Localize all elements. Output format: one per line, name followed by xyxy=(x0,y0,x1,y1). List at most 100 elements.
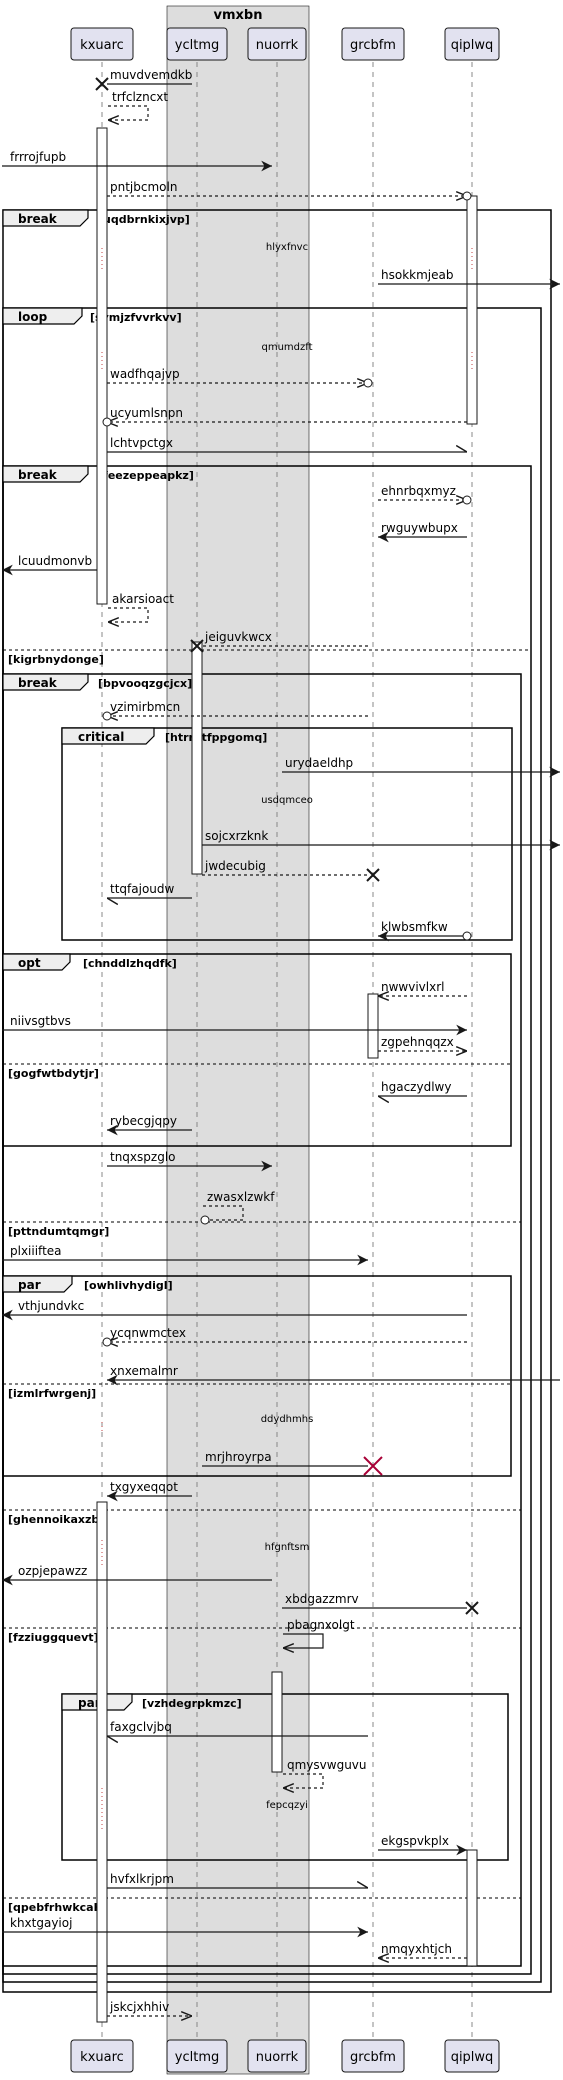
fragment-label: opt xyxy=(18,956,41,970)
message-vthjundvkc-label: vthjundvkc xyxy=(18,1299,84,1313)
fragments xyxy=(2,209,552,1993)
message-ddydhmhs: ddydhmhs xyxy=(261,1414,314,1425)
fragment-guard: [feezeppeapkz] xyxy=(98,469,194,482)
fragment-guard: [fzziuggquevt] xyxy=(8,1631,99,1644)
fragment-label: break xyxy=(18,676,58,690)
participant-kxuarc-bottom-label: kxuarc xyxy=(80,2050,124,2065)
fragment-guard: [vzhdegrpkmzc] xyxy=(142,1697,242,1710)
message-pbagnxolgt-label: pbagnxolgt xyxy=(287,1618,355,1632)
box-title: vmxbn xyxy=(214,8,263,23)
fragment-label: par xyxy=(18,1278,41,1292)
fragment-separators xyxy=(3,649,531,1899)
message-vzimirbmcn-end xyxy=(102,711,112,721)
activation-nuorrk xyxy=(271,1671,283,1773)
message-frrrojfupb-label: frrrojfupb xyxy=(10,150,66,164)
message-zwasxlzwkf xyxy=(203,1205,244,1221)
fragment-guard: [qpebfrhwkcah] xyxy=(8,1901,106,1914)
message-tnqxspzglo-label: tnqxspzglo xyxy=(110,1150,176,1164)
message-jeiguvkwcx-label: jeiguvkwcx xyxy=(204,630,272,644)
fragment-tabs: break [uqdbrnkixjvp] loop [svmjzfvvrkvv]… xyxy=(2,209,267,1914)
message-klwbsmfkw-label: klwbsmfkw xyxy=(381,920,448,934)
fragment-label: critical xyxy=(78,730,124,744)
fragment-guard: [pttndumtqmgr] xyxy=(8,1225,109,1238)
participant-qiplwq-label: qiplwq xyxy=(451,38,494,53)
activation-qiplwq-2 xyxy=(466,1849,478,1967)
fragment-par-1 xyxy=(2,1275,512,1477)
fragment-par-2 xyxy=(61,1693,509,1861)
message-zwasxlzwkf-end xyxy=(200,1215,210,1225)
message-ehnrbqxmyz-end xyxy=(462,495,472,505)
participant-qiplwq xyxy=(444,27,500,61)
participant-kxuarc xyxy=(70,27,134,61)
fragment-label: break xyxy=(18,212,58,226)
message-faxgclvjbq-label: faxgclvjbq xyxy=(110,1720,172,1734)
fragment-critical xyxy=(61,727,513,941)
activation-qiplwq xyxy=(466,195,478,425)
participant-kxuarc-label: kxuarc xyxy=(80,38,124,53)
message-zgpehnqqzx-label: zgpehnqqzx xyxy=(381,1035,454,1049)
participant-grcbfm xyxy=(341,27,405,61)
message-klwbsmfkw-start xyxy=(462,931,472,941)
message-qmumdzft: qmumdzft xyxy=(261,342,312,353)
activation-kxuarc xyxy=(96,127,108,605)
fragment-label: break xyxy=(18,468,58,482)
message-zwasxlzwkf-label: zwasxlzwkf xyxy=(207,1190,275,1204)
participant-ycltmg xyxy=(166,27,228,61)
message-qmysvwguvu-label: qmysvwguvu xyxy=(287,1758,367,1772)
message-wadfhqajvp-label: wadfhqajvp xyxy=(110,367,180,381)
fragment-guard: [owhlivhydigl] xyxy=(84,1279,173,1292)
message-hsokkmjeab-label: hsokkmjeab xyxy=(381,268,453,282)
message-jwdecubig-label: jwdecubig xyxy=(204,859,266,873)
activation-kxuarc-2 xyxy=(96,1501,108,2023)
message-wadfhqajvp-end xyxy=(363,378,373,388)
message-mrjhroyrpa-destroy-icon xyxy=(363,1456,383,1476)
message-lchtvpctgx-label: lchtvpctgx xyxy=(110,436,173,450)
message-ucyumlsnpn-label: ucyumlsnpn xyxy=(110,406,183,420)
message-ehnrbqxmyz-label: ehnrbqxmyz xyxy=(381,484,456,498)
fragment-opt xyxy=(2,953,512,1147)
message-txgyxeqqot-label: txgyxeqqot xyxy=(110,1480,178,1494)
fragment-guard: [htrnttfppgomq] xyxy=(165,731,267,744)
message-jwdecubig-destroy-icon xyxy=(366,868,380,882)
fragment-label: par xyxy=(78,1696,101,1710)
message-muvdvemdkb-label: muvdvemdkb xyxy=(110,68,192,82)
fragment-guard: [chnddlzhqdfk] xyxy=(83,957,177,970)
message-sojcxrzknk-label: sojcxrzknk xyxy=(205,829,268,843)
message-ycqnwmctex-end xyxy=(102,1337,112,1347)
participant-ycltmg-bottom-label: ycltmg xyxy=(175,2050,219,2065)
message-plxiiiftea-label: plxiiiftea xyxy=(10,1244,62,1258)
participant-grcbfm-bottom xyxy=(341,2039,405,2073)
activation-grcbfm xyxy=(367,993,379,1059)
message-hlyxfnvc: hlyxfnvc xyxy=(266,242,308,253)
participant-qiplwq-bottom-label: qiplwq xyxy=(451,2050,494,2065)
message-nwwvivlxrl-label: nwwvivlxrl xyxy=(381,980,444,994)
participant-grcbfm-label: grcbfm xyxy=(350,38,396,53)
message-ttqfajoudw-label: ttqfajoudw xyxy=(110,882,175,896)
activation-dividers xyxy=(101,248,473,1830)
fragment-guard: [gogfwtbdytjr] xyxy=(8,1067,99,1080)
participant-box xyxy=(166,5,310,2075)
participant-nuorrk xyxy=(247,27,307,61)
message-xnxemalmr-label: xnxemalmr xyxy=(110,1364,178,1378)
message-mrjhroyrpa-label: mrjhroyrpa xyxy=(205,1450,272,1464)
message-rwguywbupx-label: rwguywbupx xyxy=(381,521,458,535)
message-muvdvemdkb-destroy-icon xyxy=(95,77,109,91)
participants-bottom: kxuarc ycltmg nuorrk grcbfm qiplwq xyxy=(70,2039,500,2073)
message-xbdgazzmrv-destroy-icon xyxy=(465,1601,479,1615)
message-pntjbcmoln-end xyxy=(462,191,472,201)
message-qmysvwguvu xyxy=(283,1773,324,1788)
message-ucyumlsnpn-end xyxy=(102,417,112,427)
message-niivsgtbvs-label: niivsgtbvs xyxy=(10,1014,71,1028)
message-vzimirbmcn-label: vzimirbmcn xyxy=(110,700,180,714)
message-ycqnwmctex-label: ycqnwmctex xyxy=(110,1326,186,1340)
message-ozpjepawzz-label: ozpjepawzz xyxy=(18,1564,87,1578)
activation-bars xyxy=(96,127,478,2023)
message-pntjbcmoln-label: pntjbcmoln xyxy=(110,180,177,194)
fragment-guard: [bpvooqzgcjcx] xyxy=(98,677,192,690)
fragment-guard: [ghennoikaxzb] xyxy=(8,1513,104,1526)
participant-kxuarc-bottom xyxy=(70,2039,134,2073)
fragment-guard: [kigrbnydonge] xyxy=(8,653,104,666)
participant-ycltmg-bottom xyxy=(166,2039,228,2073)
message-pbagnxolgt xyxy=(283,1633,324,1648)
